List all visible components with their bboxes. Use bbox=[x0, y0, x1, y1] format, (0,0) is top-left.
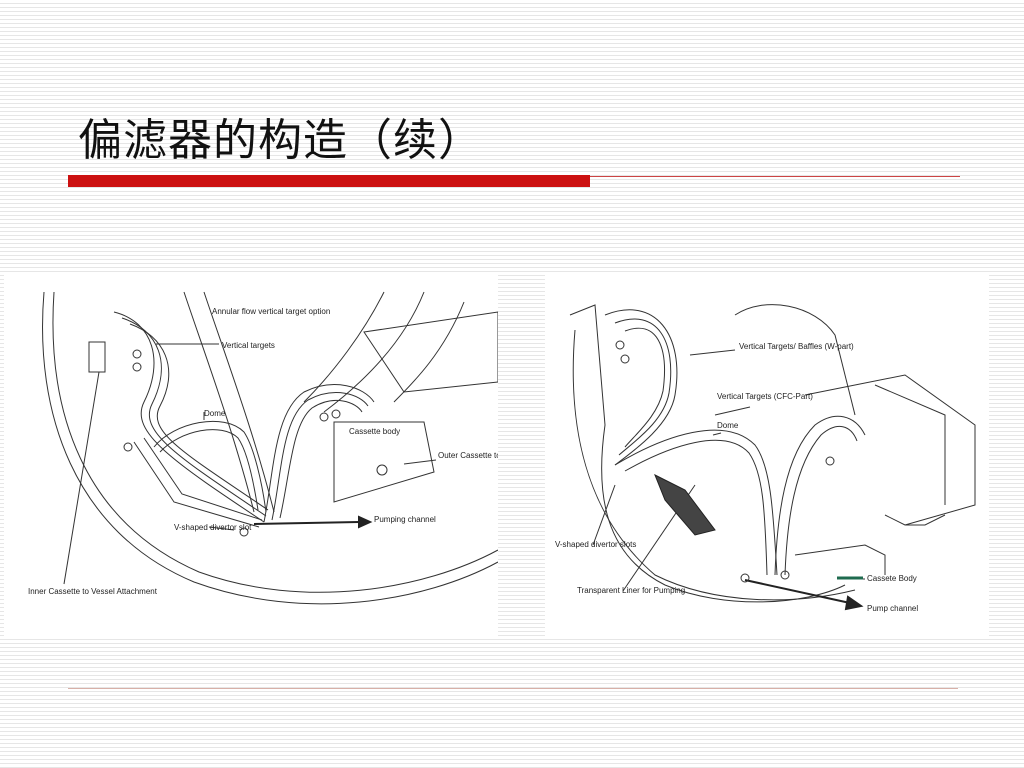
label-dome: Dome bbox=[717, 421, 739, 430]
label-vt-baffles: Vertical Targets/ Baffles (W-part) bbox=[739, 342, 854, 351]
label-dome: Dome bbox=[204, 409, 226, 418]
right-divertor-diagram: Vertical Targets/ Baffles (W-part) Verti… bbox=[545, 275, 989, 636]
label-inner-attachment: Inner Cassette to Vessel Attachment bbox=[28, 587, 158, 596]
right-diagram-svg: Vertical Targets/ Baffles (W-part) Verti… bbox=[555, 304, 976, 613]
label-v-slots: V-shaped divertor slots bbox=[555, 540, 636, 549]
label-pumping-channel: Pumping channel bbox=[374, 515, 436, 524]
slide-title: 偏滤器的构造（续） bbox=[78, 115, 483, 166]
left-divertor-diagram: Annular flow vertical target option Vert… bbox=[4, 272, 570, 636]
label-annular-flow: Annular flow vertical target option bbox=[212, 307, 330, 316]
label-cassette-body: Cassete Body bbox=[867, 574, 917, 583]
label-vt-cfc: Vertical Targets (CFC-Part) bbox=[717, 392, 813, 401]
label-pump-channel: Pump channel bbox=[867, 604, 918, 613]
title-rule bbox=[590, 176, 960, 177]
label-vertical-targets: Vertical targets bbox=[222, 341, 275, 350]
title-accent-bar bbox=[68, 175, 590, 187]
label-liner: Transparent Liner for Pumping bbox=[577, 586, 685, 595]
footer-rule bbox=[68, 688, 958, 689]
left-diagram-svg: Annular flow vertical target option Vert… bbox=[28, 291, 570, 605]
label-outer-attachment: Outer Cassette to Vessel Attachment bbox=[438, 451, 498, 460]
label-cassette-body: Cassette body bbox=[349, 427, 400, 436]
label-v-slot: V-shaped divertor slot bbox=[174, 523, 252, 532]
